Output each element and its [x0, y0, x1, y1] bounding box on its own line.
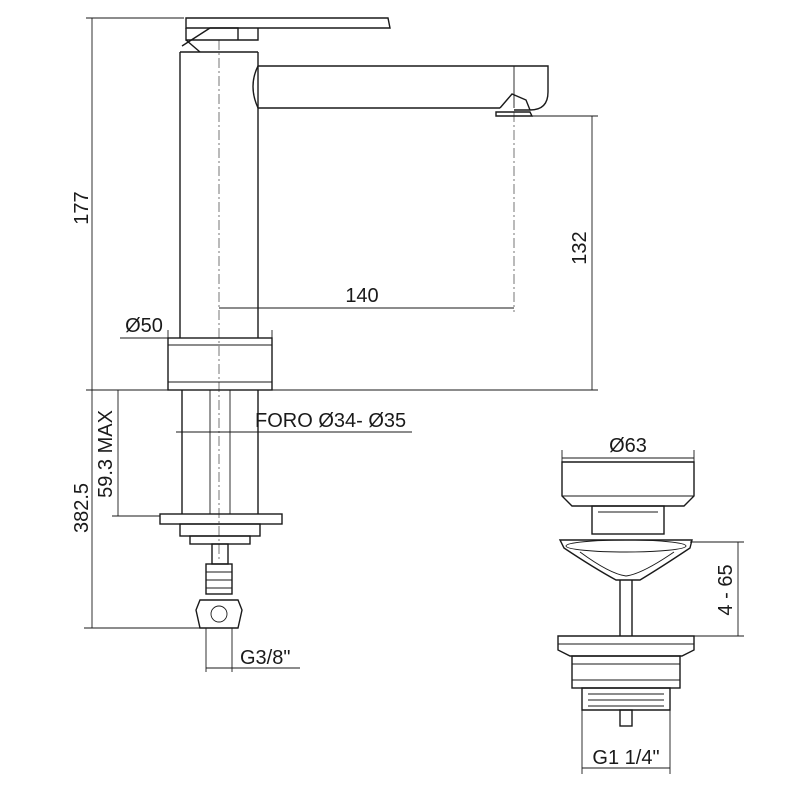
dim-waste-range [690, 541, 744, 637]
label-base-diameter: Ø50 [125, 315, 163, 337]
dim-spout-height [272, 115, 598, 391]
label-deck-thickness: 59.3 MAX [95, 410, 117, 498]
label-waste-thread: G1 1/4" [592, 747, 659, 769]
label-spout-reach: 140 [345, 285, 378, 307]
faucet-spout [252, 65, 549, 312]
label-waste-range: 4 - 65 [715, 564, 737, 615]
dim-waste-cap [561, 450, 695, 466]
label-height-total: 177 [71, 191, 93, 224]
label-hole-diameter: FORO Ø34- Ø35 [255, 410, 406, 432]
waste-drain [557, 461, 695, 727]
label-spout-height: 132 [569, 231, 591, 264]
dim-waste-thread [581, 710, 671, 774]
faucet-shank [159, 390, 283, 629]
dim-hose-thread [205, 628, 300, 672]
faucet-lever [181, 17, 391, 53]
faucet-body [167, 40, 273, 560]
label-hose-length: 382.5 [71, 483, 93, 533]
dim-base-diameter [120, 330, 273, 346]
label-hose-thread: G3/8" [240, 647, 290, 669]
dim-deck-thickness [112, 389, 182, 517]
label-waste-cap: Ø63 [609, 435, 647, 457]
dim-hose-length [84, 390, 200, 629]
